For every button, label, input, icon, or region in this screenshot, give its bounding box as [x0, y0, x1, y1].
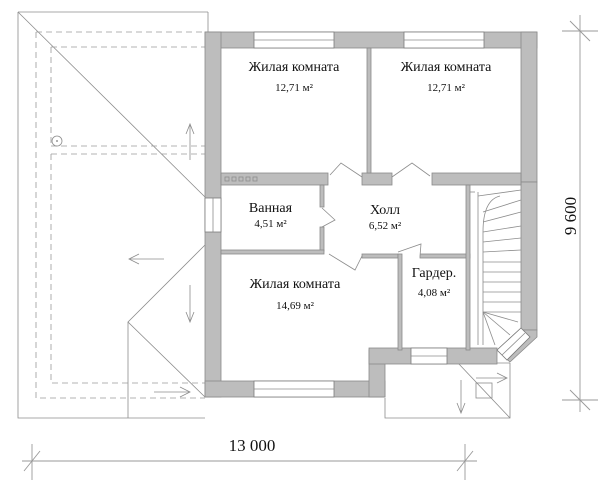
- room-area: 12,71 м²: [427, 82, 465, 94]
- room-area: 12,71 м²: [275, 82, 313, 94]
- room-living-3: Жилая комната 14,69 м²: [221, 277, 369, 312]
- arrow-right-icon: [476, 372, 508, 384]
- porch-outline: [384, 362, 511, 419]
- dimension-width: [22, 444, 477, 480]
- window: [496, 327, 531, 361]
- arrow-down-icon: [185, 285, 195, 324]
- room-area: 6,52 м²: [368, 220, 402, 232]
- room-area: 4,51 м²: [254, 218, 287, 230]
- dimension-height: [562, 15, 598, 412]
- arrow-up-icon: [185, 122, 195, 160]
- room-living-2: Жилая комната 12,71 м²: [371, 60, 521, 94]
- slope-arrows: [128, 122, 195, 398]
- room-name: Холл: [369, 203, 401, 218]
- window: [204, 197, 222, 233]
- room-name: Жилая комната: [248, 60, 340, 75]
- roof-outline: [17, 11, 209, 419]
- room-area: 14,69 м²: [276, 300, 314, 312]
- room-name: Жилая комната: [400, 60, 492, 75]
- window: [403, 31, 485, 49]
- window: [253, 31, 335, 49]
- staircase: [470, 189, 522, 346]
- room-wardrobe: Гардер. 4,08 м²: [402, 266, 466, 299]
- dimension-width-label: 13 000: [228, 436, 276, 455]
- bath-vent-icon: [224, 176, 258, 182]
- arrow-left-icon: [128, 253, 164, 265]
- room-name: Жилая комната: [249, 277, 341, 292]
- doors: [321, 162, 431, 271]
- arrow-right-icon: [154, 386, 191, 398]
- room-living-1: Жилая комната 12,71 м²: [221, 60, 367, 94]
- room-hall: Холл 6,52 м²: [345, 203, 425, 232]
- room-name: Ванная: [248, 201, 293, 216]
- dimension-height-label: 9 600: [561, 196, 580, 236]
- room-bathroom: Ванная 4,51 м²: [221, 201, 320, 230]
- arrow-down-icon: [456, 380, 466, 415]
- room-name: Гардер.: [411, 266, 457, 281]
- window: [253, 380, 335, 398]
- room-area: 4,08 м²: [417, 287, 451, 299]
- windows: [204, 31, 531, 398]
- window: [410, 347, 448, 365]
